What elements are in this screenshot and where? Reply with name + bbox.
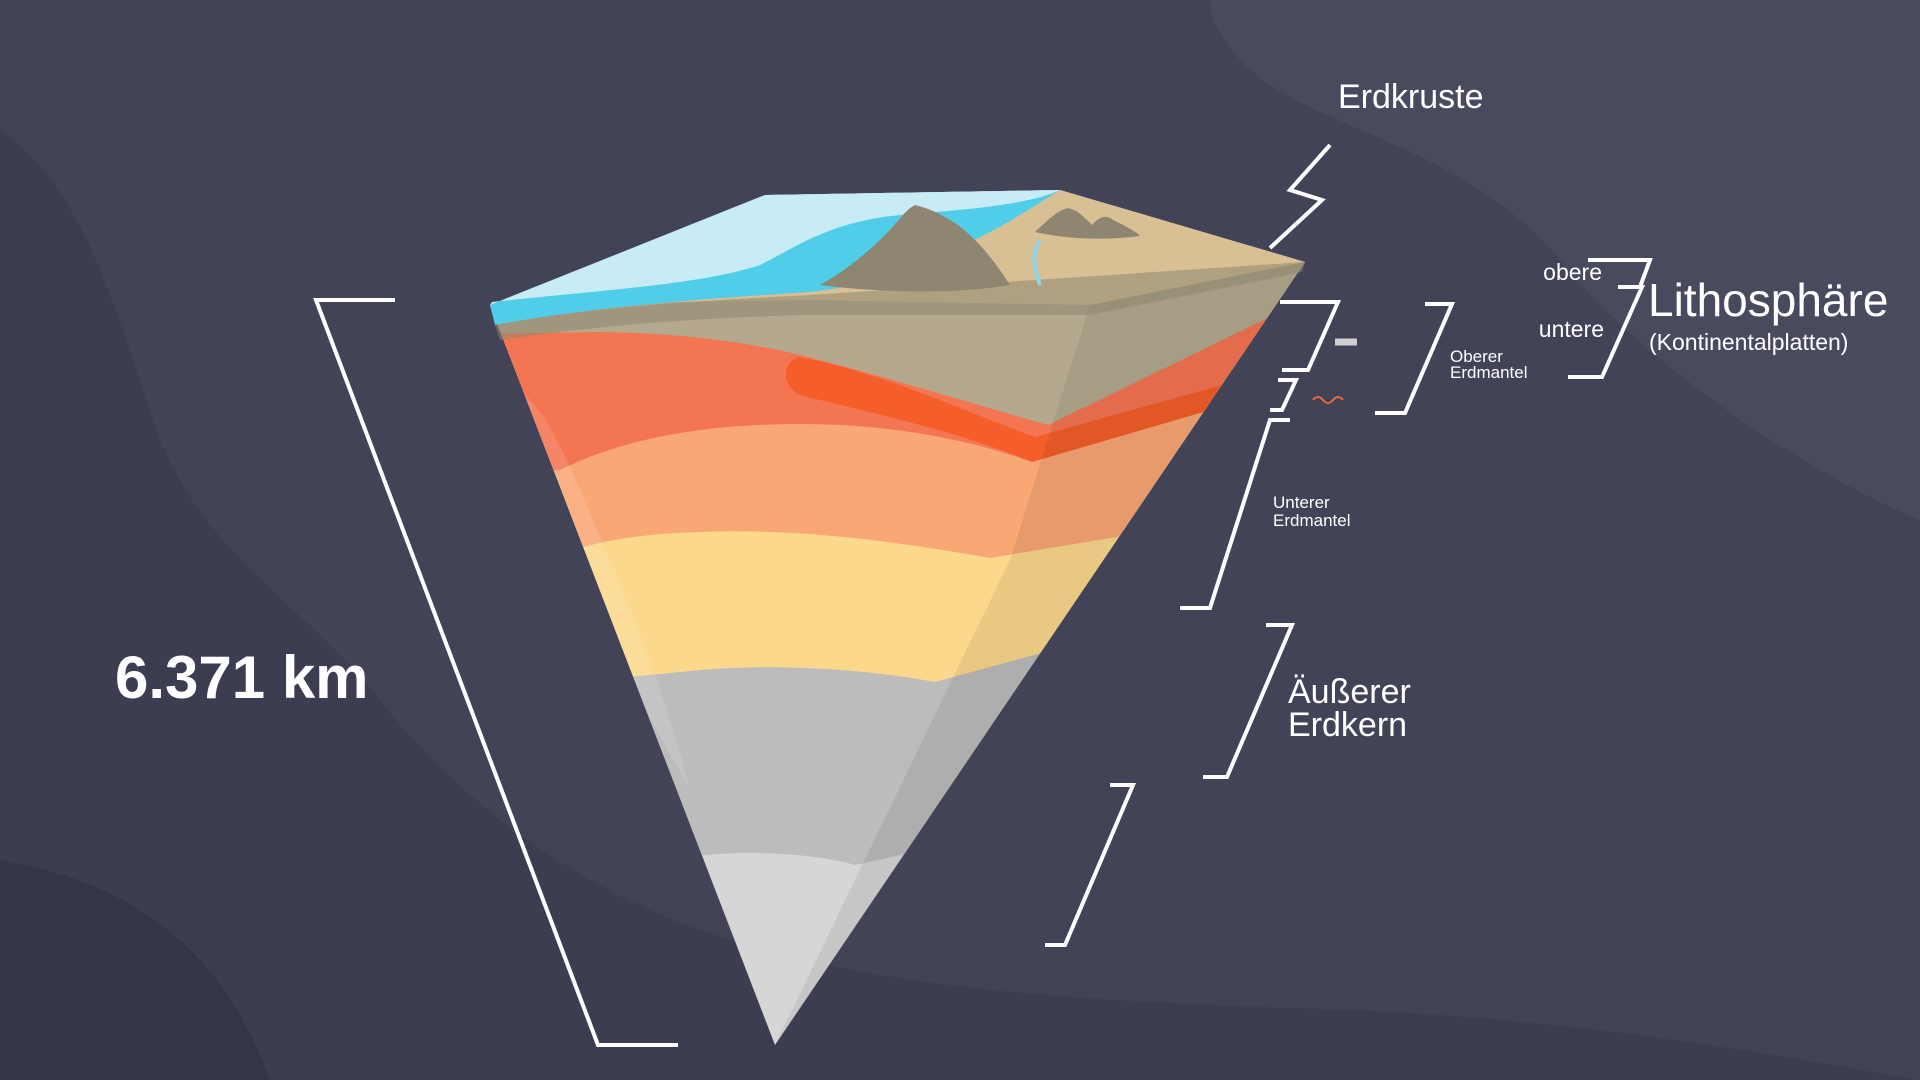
layer-asthenosphere	[785, 357, 1262, 462]
mountain-secondary	[1035, 208, 1140, 239]
inner-core-bracket	[1045, 783, 1137, 947]
radius-label: 6.371 km	[115, 644, 369, 711]
label-brackets	[313, 143, 1653, 1047]
upper-mantle-bracket	[1375, 302, 1456, 415]
outer-core-bracket	[1203, 623, 1296, 779]
outer-core-label-line1: Äußerer	[1288, 673, 1411, 711]
ice-sheet	[490, 190, 1060, 305]
lithosphere-lower-bracket	[1568, 285, 1646, 379]
surface-top	[490, 190, 1305, 340]
mountain-main	[820, 205, 1010, 292]
lithosphere-lower-label: untere	[1539, 316, 1604, 342]
outer-core-label-line2: Erdkern	[1288, 706, 1407, 744]
wedge-right-face-shade	[775, 262, 1305, 1045]
wedge-left-highlight	[520, 390, 690, 790]
asthenosphere-tick-bracket	[1270, 378, 1300, 412]
sea-floor-strip	[495, 262, 1305, 340]
crust-pointer-line	[1268, 143, 1332, 250]
river	[1032, 238, 1042, 286]
asthenosphere-wave-marker	[1312, 396, 1344, 404]
lithosphere-title: Lithosphäre	[1648, 274, 1888, 326]
lithosphere-upper-label: obere	[1543, 259, 1602, 285]
upper-mantle-label-line1: Oberer	[1450, 347, 1503, 366]
lithosphere-subtitle: (Kontinentalplatten)	[1649, 329, 1848, 355]
lower-mantle-label-line1: Unterer	[1273, 493, 1330, 512]
lower-mantle-label-line2: Erdmantel	[1273, 511, 1350, 530]
crust-label: Erdkruste	[1338, 78, 1484, 116]
crust-tick-bracket	[1280, 300, 1342, 372]
diagram-labels: 6.371 km Erdkruste obere untere Lithosph…	[115, 78, 1888, 744]
lower-mantle-bracket	[1180, 418, 1290, 610]
upper-mantle-label-line2: Erdmantel	[1450, 363, 1527, 382]
total-radius-bracket	[313, 298, 678, 1047]
